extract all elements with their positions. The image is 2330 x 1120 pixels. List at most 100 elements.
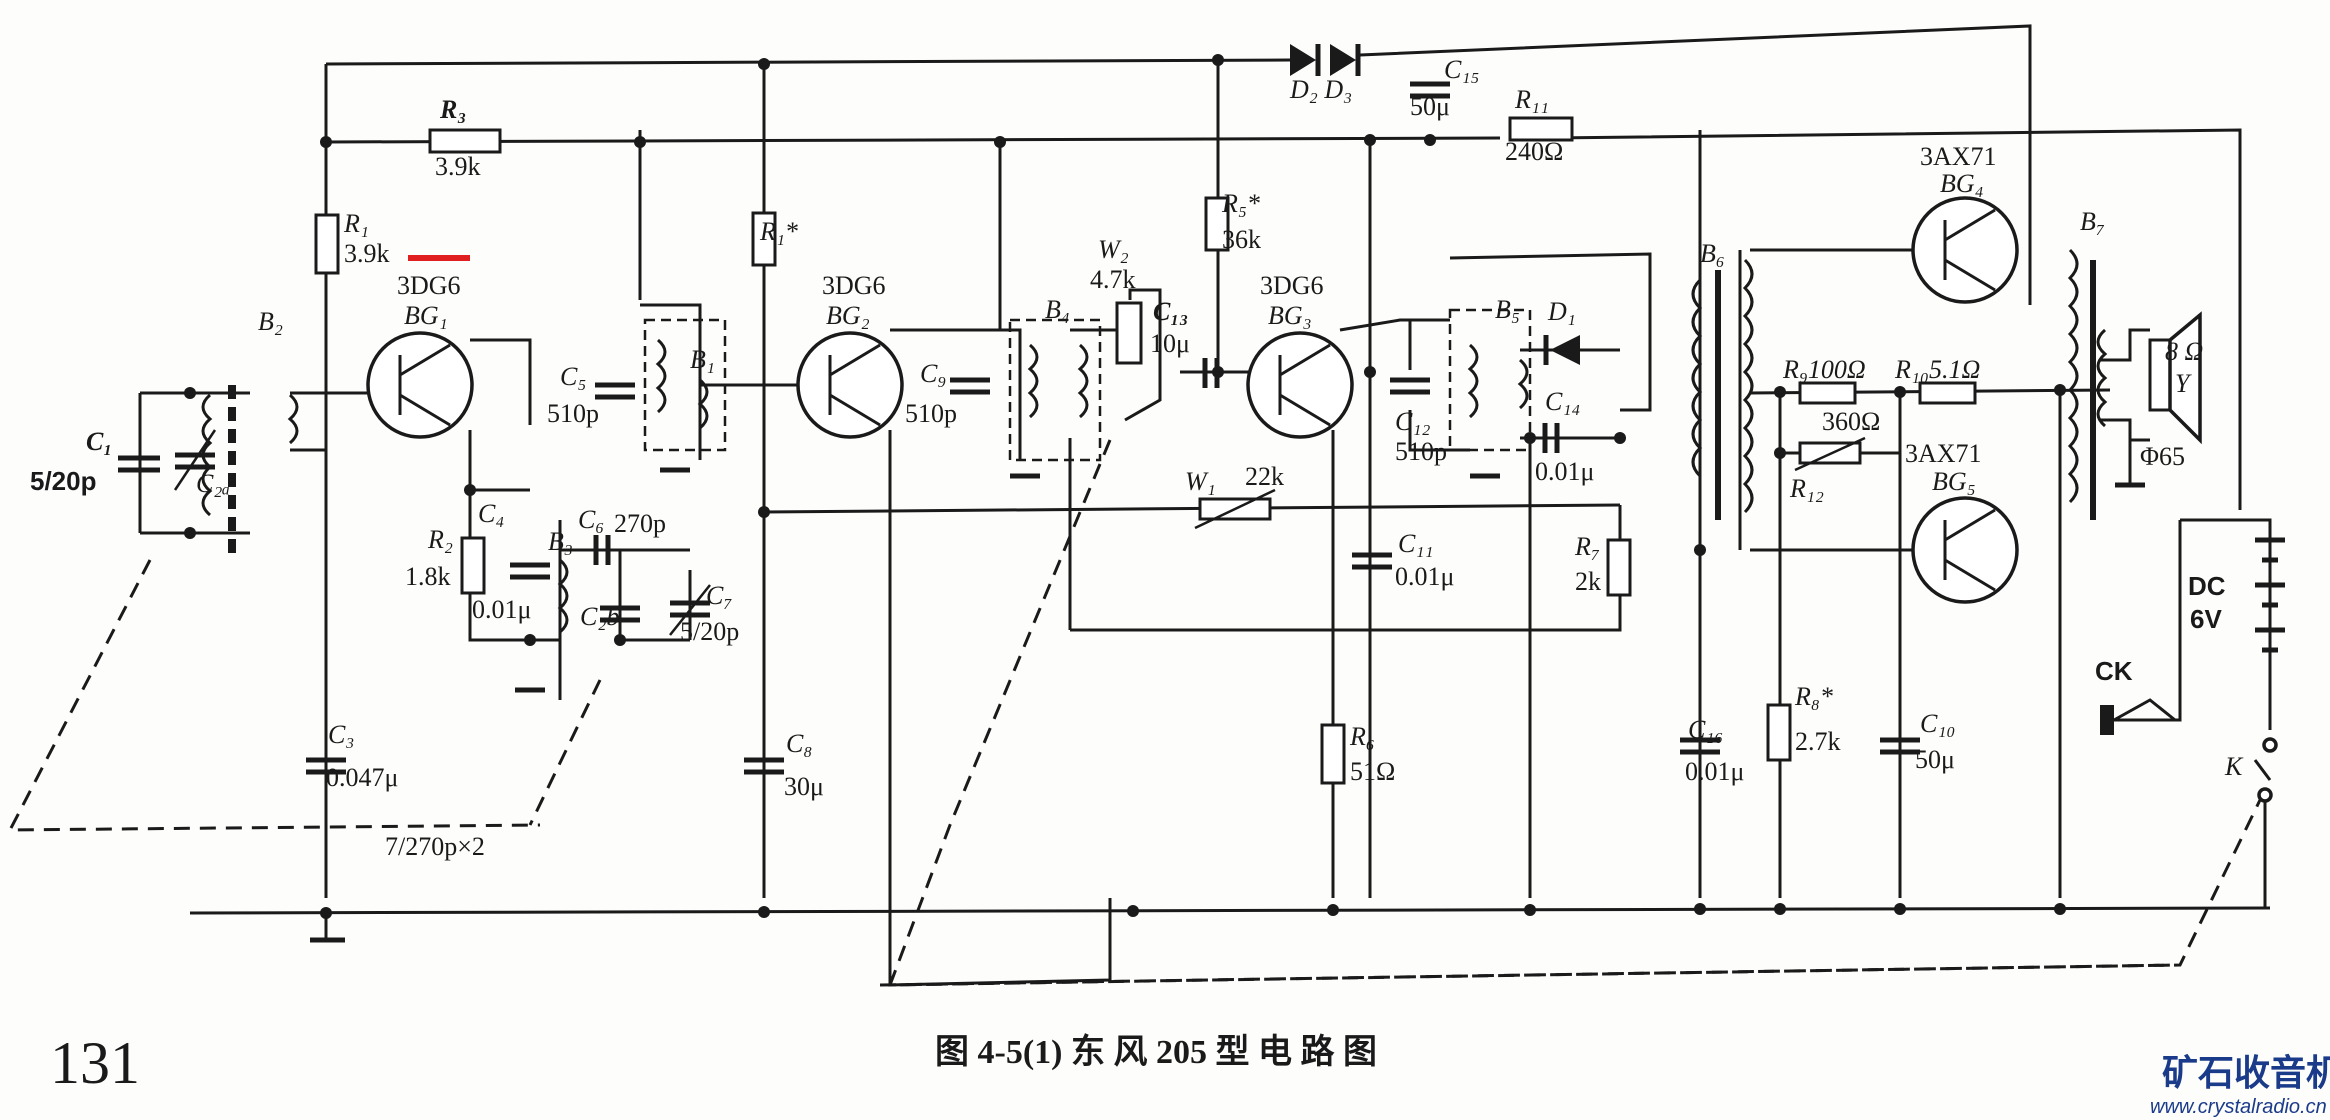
label-r6-value: 51Ω xyxy=(1350,757,1395,786)
label-r1: R₁ xyxy=(343,209,369,238)
label-bg1-type: 3DG6 xyxy=(397,271,461,300)
label-ck: CK xyxy=(2095,656,2133,686)
label-c2a: C₂ₐ xyxy=(196,469,230,498)
label-r6: R₆ xyxy=(1349,722,1375,751)
label-c8: C₈ xyxy=(786,729,812,758)
label-speaker-size: Φ65 xyxy=(2140,442,2185,471)
label-bg2-type: 3DG6 xyxy=(822,271,886,300)
label-c1: C₁ xyxy=(86,427,112,456)
label-b1: B₁ xyxy=(690,345,715,374)
label-c13: C₁₃ xyxy=(1153,297,1188,326)
label-bg3: BG₃ xyxy=(1268,301,1312,330)
label-c7: C₇ xyxy=(706,581,732,610)
label-c2b: C₂b xyxy=(580,602,619,631)
label-dc: DC xyxy=(2188,571,2226,601)
label-c12-value: 510p xyxy=(1395,437,1447,466)
coils xyxy=(201,248,2108,634)
power-section xyxy=(2100,311,2285,803)
transistor-bg2 xyxy=(796,331,904,439)
potentiometer-w2 xyxy=(1115,301,1143,365)
label-r9: R₉100Ω xyxy=(1782,355,1866,384)
label-c14: C₁₄ xyxy=(1545,387,1580,416)
label-c3: C₃ xyxy=(328,720,354,749)
label-r5-value: 36k xyxy=(1222,225,1261,254)
label-c10: C₁₀ xyxy=(1920,709,1955,738)
label-r3: R₃ xyxy=(439,95,466,124)
label-b3: B₃ xyxy=(548,527,573,556)
component-labels: R₃ 3.9k R₁ 3.9k 3DG6 BG₁ B₂ C₁ 5/20p C₂ₐ… xyxy=(30,55,2244,861)
resistor-r10 xyxy=(1918,381,1977,405)
label-c9: C₉ xyxy=(920,359,946,388)
ground-symbols xyxy=(310,467,2145,943)
capacitors xyxy=(118,81,1920,775)
label-r7: R₇ xyxy=(1574,532,1600,561)
label-b4: B₄ xyxy=(1045,295,1070,324)
resistor-r5-star xyxy=(1204,196,1230,252)
label-c16-value: 0.01μ xyxy=(1685,757,1744,786)
label-r11-value: 240Ω xyxy=(1505,137,1563,166)
label-c6-value: 270p xyxy=(614,509,666,538)
label-r2: R₂ xyxy=(427,525,453,554)
label-bg4-type: 3AX71 xyxy=(1920,142,1997,171)
label-r3-value: 3.9k xyxy=(435,152,481,181)
resistor-r8-star xyxy=(1766,703,1792,762)
label-r1-value: 3.9k xyxy=(344,239,390,268)
label-b2: B₂ xyxy=(258,307,283,336)
label-c10-value: 50μ xyxy=(1915,745,1955,774)
transistor-bg1 xyxy=(366,331,474,439)
label-bg3-type: 3DG6 xyxy=(1260,271,1324,300)
label-c13-value: 10μ xyxy=(1150,329,1190,358)
label-r12-value: 360Ω xyxy=(1822,407,1880,436)
page-number: 131 xyxy=(50,1030,140,1096)
label-c11: C₁₁ xyxy=(1398,529,1433,558)
label-bg5-type: 3AX71 xyxy=(1905,439,1982,468)
label-r12: R₁₂ xyxy=(1789,474,1824,503)
label-c3-value: 0.047μ xyxy=(326,763,398,792)
figure-caption: 图 4-5(1) 东 风 205 型 电 路 图 xyxy=(935,1032,1377,1071)
label-r2-value: 1.8k xyxy=(405,562,451,591)
resistors xyxy=(314,116,1977,785)
resistor-r7 xyxy=(1606,538,1632,597)
transistors xyxy=(366,196,2019,604)
gang-links xyxy=(7,439,2262,987)
label-c9-value: 510p xyxy=(905,399,957,428)
resistor-r3 xyxy=(428,128,502,154)
label-r11: R₁₁ xyxy=(1514,85,1549,114)
label-k: K xyxy=(2224,752,2244,781)
watermark-brand: 矿石收音机 xyxy=(2162,1052,2330,1093)
label-c4: C₄ xyxy=(478,499,504,528)
transistor-bg4 xyxy=(1911,196,2019,304)
label-r8-star: R₈* xyxy=(1794,682,1833,711)
label-w2-value: 4.7k xyxy=(1090,265,1136,294)
label-c15-value: 50μ xyxy=(1410,92,1450,121)
label-voltage: 6V xyxy=(2190,604,2222,634)
resistor-r2 xyxy=(460,536,486,595)
transistor-bg5 xyxy=(1911,496,2019,604)
label-b5: B₅ xyxy=(1495,295,1520,324)
label-speaker-ohms: 8 Ω xyxy=(2165,337,2203,366)
label-c5-value: 510p xyxy=(547,399,599,428)
label-bg1: BG₁ xyxy=(404,301,448,330)
label-gang: 7/270p×2 xyxy=(385,832,485,861)
label-r10: R₁₀5.1Ω xyxy=(1894,355,1980,384)
transistor-bg3 xyxy=(1246,331,1354,439)
label-c15: C₁₅ xyxy=(1444,55,1479,84)
label-r5-star: R₅* xyxy=(1221,189,1260,218)
resistor-r6 xyxy=(1320,723,1346,785)
label-w2: W₂ xyxy=(1098,235,1129,264)
label-c14-value: 0.01μ xyxy=(1535,457,1594,486)
label-bg4: BG₄ xyxy=(1940,169,1984,198)
label-w1: W₁ xyxy=(1185,467,1216,496)
label-c1-value: 5/20p xyxy=(30,466,97,496)
label-c7-value: 5/20p xyxy=(680,617,739,646)
label-c12: C₁₂ xyxy=(1395,407,1430,436)
label-d2-d3: D₂ D₃ xyxy=(1289,75,1352,104)
label-w1-value: 22k xyxy=(1245,462,1284,491)
diodes xyxy=(1290,44,1580,365)
resistor-r11 xyxy=(1508,116,1574,142)
label-speaker-y: Y xyxy=(2175,369,2192,398)
label-c6: C₆ xyxy=(578,505,604,534)
label-d1: D₁ xyxy=(1547,297,1576,326)
label-r8-value: 2.7k xyxy=(1795,727,1841,756)
